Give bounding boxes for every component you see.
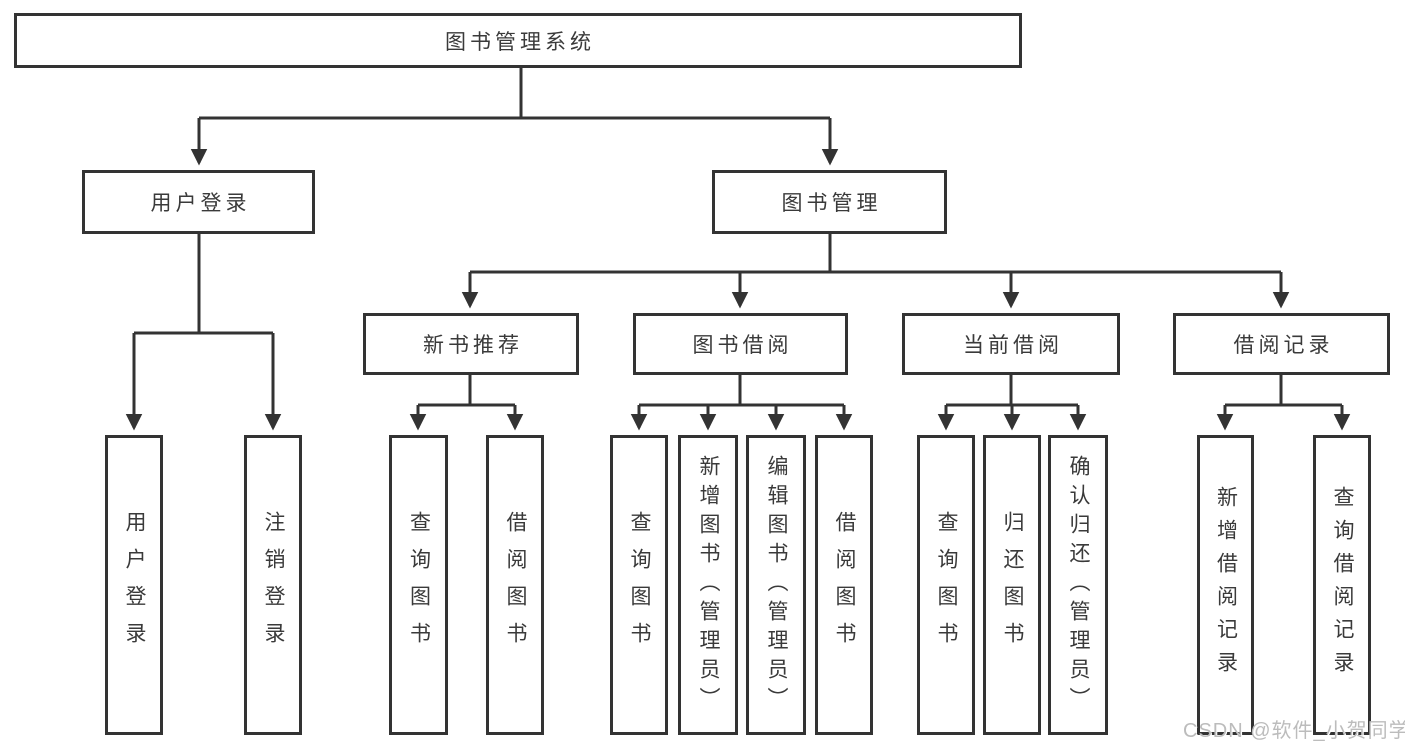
leaf-query-books-3: 查询图书 <box>917 435 975 735</box>
leaf-query-books-2: 查询图书 <box>610 435 668 735</box>
branch-login <box>125 233 282 431</box>
leaf-borrow-books-2: 借阅图书 <box>815 435 873 735</box>
branch-book-mgmt <box>461 233 1290 309</box>
branch-new-books <box>409 375 524 431</box>
branch-records <box>1216 375 1351 431</box>
node-book-borrow: 图书借阅 <box>633 313 848 375</box>
leaf-add-borrow-record: 新增借阅记录 <box>1197 435 1254 735</box>
leaf-query-borrow-record: 查询借阅记录 <box>1313 435 1371 735</box>
branch-borrow <box>630 375 853 431</box>
node-current-borrow: 当前借阅 <box>902 313 1120 375</box>
csdn-watermark: CSDN @软件_小贺同学 <box>1183 720 1405 742</box>
node-borrow-records: 借阅记录 <box>1173 313 1390 375</box>
leaf-add-book-admin: 新增图书（管理员） <box>678 435 738 735</box>
leaf-borrow-books-1: 借阅图书 <box>486 435 544 735</box>
leaf-confirm-return-admin: 确认归还（管理员） <box>1048 435 1108 735</box>
node-new-books: 新书推荐 <box>363 313 579 375</box>
node-user-login: 用户登录 <box>82 170 315 234</box>
branch-root <box>190 68 839 166</box>
leaf-edit-book-admin: 编辑图书（管理员） <box>746 435 806 735</box>
leaf-query-books-1: 查询图书 <box>389 435 448 735</box>
branch-current <box>937 375 1087 431</box>
leaf-logout: 注销登录 <box>244 435 302 735</box>
node-root: 图书管理系统 <box>14 13 1022 68</box>
node-book-mgmt: 图书管理 <box>712 170 947 234</box>
leaf-return-book: 归还图书 <box>983 435 1041 735</box>
leaf-user-login: 用户登录 <box>105 435 163 735</box>
